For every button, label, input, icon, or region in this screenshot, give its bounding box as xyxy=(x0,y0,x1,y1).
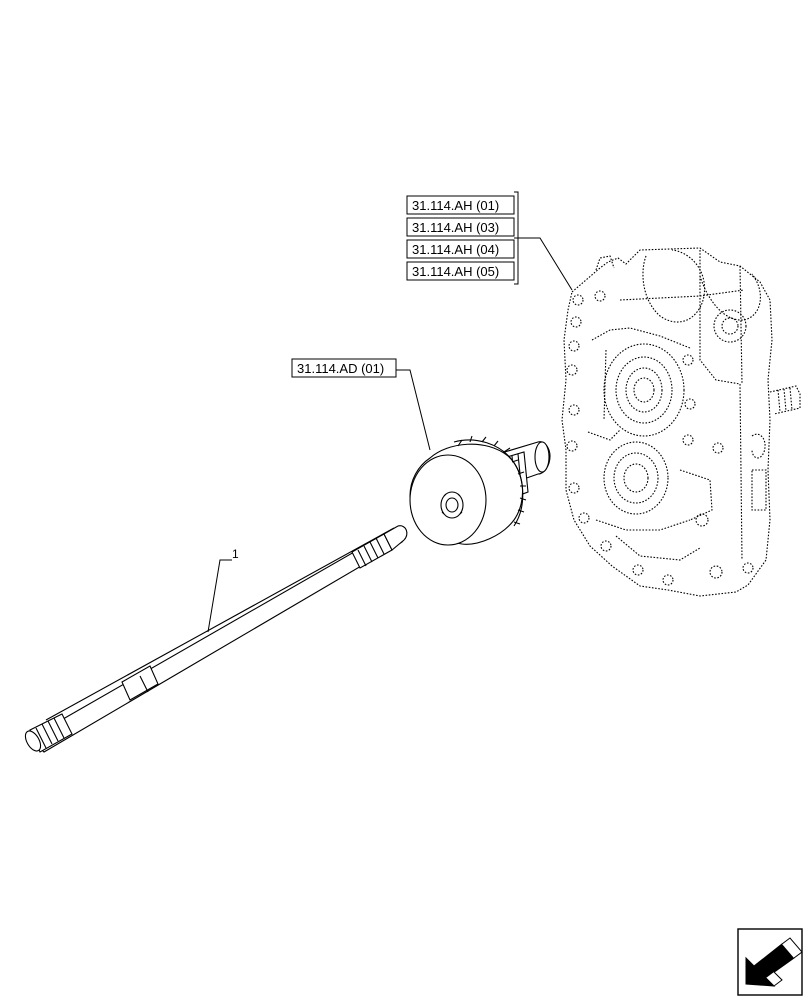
housing-reference-04[interactable]: 31.114.AH (04) xyxy=(406,239,515,259)
housing-reference-05-label[interactable]: 31.114.AH (05) xyxy=(412,264,499,279)
shaft-callout: 1 xyxy=(207,547,239,633)
shaft-callout-number: 1 xyxy=(232,547,239,561)
housing-reference-03[interactable]: 31.114.AH (03) xyxy=(406,217,515,237)
upper-bearing-icon xyxy=(603,343,685,437)
housing-reference-01-label[interactable]: 31.114.AH (01) xyxy=(412,198,499,213)
housing-reference-05[interactable]: 31.114.AH (05) xyxy=(406,261,515,281)
clutch-reference-label[interactable]: 31.114.AD (01) xyxy=(297,361,384,376)
clutch-gear-assembly xyxy=(409,435,551,546)
housing-reference-03-label[interactable]: 31.114.AH (03) xyxy=(412,220,499,235)
housing-reference-01[interactable]: 31.114.AH (01) xyxy=(406,195,515,215)
housing-reference-04-label[interactable]: 31.114.AH (04) xyxy=(412,242,499,257)
gearbox-housing xyxy=(561,247,801,597)
clutch-hub-icon xyxy=(440,491,464,519)
housing-output-spline-icon xyxy=(769,385,801,415)
lower-bearing-icon xyxy=(603,441,669,515)
housing-reference-group: 31.114.AH (01) 31.114.AH (03) 31.114.AH … xyxy=(406,191,573,291)
input-shaft xyxy=(24,525,408,753)
previous-page-arrow-icon[interactable] xyxy=(737,928,803,996)
clutch-reference[interactable]: 31.114.AD (01) xyxy=(291,358,431,451)
housing-bolt-holes xyxy=(566,290,754,586)
housing-reference-leader xyxy=(514,237,573,291)
